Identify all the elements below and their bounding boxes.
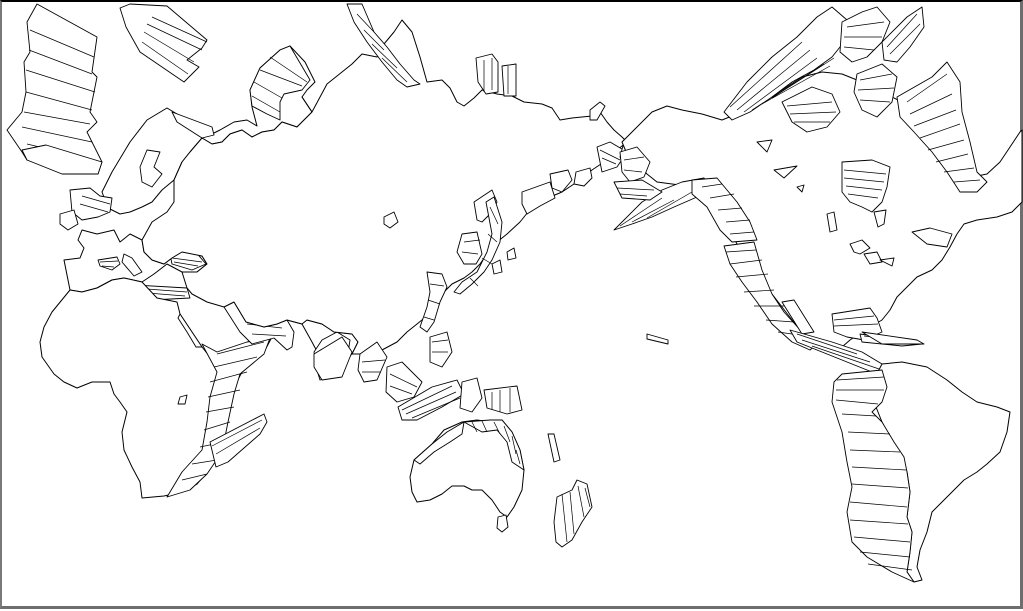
region-new-zealand [547,433,593,548]
region-southeast-asia [313,271,523,421]
region-japan [453,196,517,295]
region-svalbard [119,3,208,83]
region-scandinavia [101,45,316,215]
region-korea [456,189,498,265]
region-canadian-arctic [723,6,925,193]
region-hawaii [646,333,669,345]
region-greenland [6,3,103,175]
region-south-america [831,361,1011,583]
region-australia [409,419,525,533]
region-africa [39,277,273,499]
region-asia [141,3,651,355]
region-north-america [613,61,1023,351]
